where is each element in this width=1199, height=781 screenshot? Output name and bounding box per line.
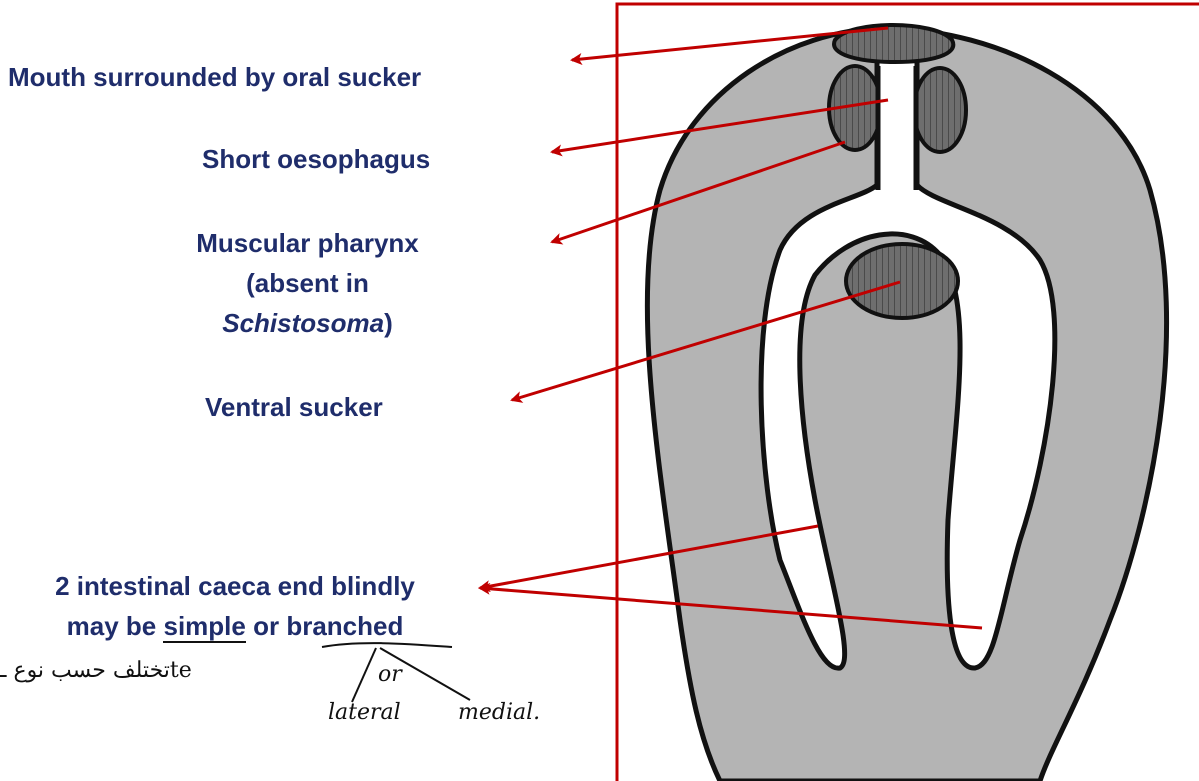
- caeca-branched: branched: [286, 611, 403, 641]
- handwritten-arabic-note: تختلف حسب نوع ـte: [0, 658, 192, 683]
- label-ventral-sucker: Ventral sucker: [205, 387, 383, 427]
- label-mouth: Mouth surrounded by oral sucker: [8, 57, 421, 97]
- caeca-or: or: [246, 611, 286, 641]
- label-pharynx-line1: Muscular pharynx: [150, 223, 465, 263]
- handwritten-medial: medial.: [458, 700, 540, 725]
- label-caeca: 2 intestinal caeca end blindly may be si…: [0, 566, 470, 646]
- caeca-simple: simple: [163, 611, 245, 643]
- label-caeca-line1: 2 intestinal caeca end blindly: [0, 566, 470, 606]
- label-pharynx: Muscular pharynx (absent in Schistosoma): [150, 223, 465, 343]
- pharynx-right-lobe: [914, 68, 966, 152]
- label-caeca-line2: may be simple or branched: [0, 606, 470, 646]
- handwritten-or: or: [378, 662, 402, 687]
- label-pharynx-line3: Schistosoma): [150, 303, 465, 343]
- handwritten-branch-left: [352, 648, 376, 702]
- label-oesophagus: Short oesophagus: [202, 139, 430, 179]
- handwritten-lateral: lateral: [328, 700, 401, 725]
- label-pharynx-close: ): [384, 308, 393, 338]
- caeca-prefix: may be: [67, 611, 164, 641]
- label-pharynx-line2: (absent in: [150, 263, 465, 303]
- ventral-sucker: [846, 244, 958, 318]
- label-schistosoma: Schistosoma: [222, 308, 384, 338]
